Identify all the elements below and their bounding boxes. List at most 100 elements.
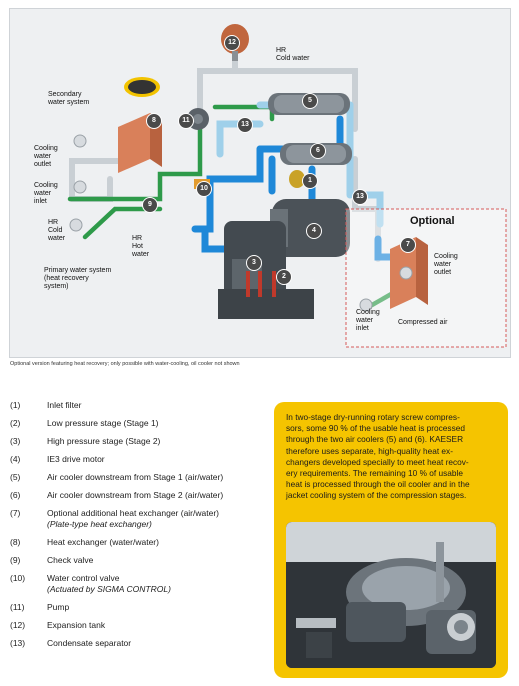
label-hr-cold-water-left: HR Cold water [48, 219, 65, 243]
label-cooling-water-outlet-right: Cooling water outlet [434, 253, 458, 277]
legend-text: Pump [47, 602, 70, 612]
pipe-couplings [69, 134, 413, 312]
info-line: ery requirements. The remaining 10 % of … [286, 468, 463, 479]
label-line: HR [276, 47, 287, 54]
info-line: jacket cooling system of the compression… [286, 490, 467, 501]
label-hr-cold-water-top: HR Cold water [276, 47, 309, 63]
legend-subtext: (Actuated by SIGMA CONTROL) [47, 584, 171, 594]
legend-number: (11) [10, 602, 25, 612]
legend-number: (13) [10, 638, 26, 648]
label-line: Cold [48, 227, 63, 234]
label-cooling-water-inlet-right: Cooling water inlet [356, 309, 380, 333]
label-compressed-air: Compressed air [398, 319, 448, 326]
info-line: through the two air coolers (5) and (6).… [286, 434, 464, 445]
legend-text: IE3 drive motor [47, 454, 105, 464]
legend-text: Air cooler downstream from Stage 1 (air/… [47, 472, 224, 482]
info-text: In two-stage dry-running rotary screw co… [286, 412, 498, 502]
legend-row: (12) Expansion tank [10, 620, 262, 631]
label-line: Cold water [276, 55, 310, 62]
info-line: heat is processed through the oil cooler… [286, 479, 470, 490]
badge-8: 8 [146, 113, 162, 129]
legend-number: (9) [10, 555, 21, 565]
legend-row: (8) Heat exchanger (water/water) [10, 537, 262, 548]
legend-row: (10) Water control valve(Actuated by SIGM… [10, 573, 262, 595]
label-line: water [132, 251, 150, 258]
legend-number: (2) [10, 418, 21, 428]
legend-row: (7) Optional additional heat exchanger (a… [10, 508, 262, 530]
label-line: outlet [34, 161, 52, 168]
compressor-machine [218, 199, 350, 319]
label-line: water [34, 190, 52, 197]
system-diagram: 12 5 6 8 11 13 1 10 9 4 3 2 13 7 HR Cold… [9, 8, 511, 358]
legend-text: Heat exchanger (water/water) [47, 537, 159, 547]
legend-text: Inlet filter [47, 400, 82, 410]
legend-number: (7) [10, 508, 21, 518]
label-line: Secondary [48, 91, 82, 98]
label-line: Hot [132, 243, 143, 250]
legend-number: (5) [10, 472, 21, 482]
label-cooling-water-inlet-left: Cooling water inlet [34, 182, 58, 206]
info-line: therefore uses separate, high-quality he… [286, 445, 453, 456]
info-line: In two-stage dry-running rotary screw co… [286, 412, 460, 422]
legend-text: Optional additional heat exchanger (air/… [47, 508, 219, 518]
legend-text: Air cooler downstream from Stage 2 (air/… [47, 490, 224, 500]
legend-number: (1) [10, 400, 21, 410]
legend-row: (13) Condensate separator [10, 638, 262, 649]
label-line: HR [132, 235, 143, 242]
legend-number: (12) [10, 620, 26, 630]
badge-13-left: 13 [237, 117, 253, 133]
label-line: water [34, 153, 52, 160]
label-line: outlet [434, 269, 452, 276]
badge-9: 9 [142, 197, 158, 213]
optional-title: Optional [410, 215, 455, 227]
label-line: Cooling [34, 145, 58, 152]
legend-text: Water control valve [47, 573, 120, 583]
compressor-photo [286, 522, 496, 668]
label-line: Cooling [356, 309, 380, 316]
legend-subtext: (Plate-type heat exchanger) [47, 519, 152, 529]
label-line: inlet [34, 198, 47, 205]
label-primary-water-system: Primary water system (heat recovery syst… [44, 267, 111, 291]
label-line: Primary water system [44, 267, 112, 274]
badge-12: 12 [224, 35, 240, 51]
legend-number: (8) [10, 537, 21, 547]
legend-number: (4) [10, 454, 21, 464]
label-cooling-water-outlet-left: Cooling water outlet [34, 145, 58, 169]
legend-text: Condensate separator [47, 638, 132, 648]
legend-row: (6) Air cooler downstream from Stage 2 (a… [10, 490, 262, 501]
badge-5: 5 [302, 93, 318, 109]
badge-3: 3 [246, 255, 262, 271]
label-line: HR [48, 219, 59, 226]
legend-number: (3) [10, 436, 21, 446]
legend-row: (1) Inlet filter [10, 400, 262, 411]
label-line: inlet [356, 325, 369, 332]
inlet-filter-1 [289, 170, 305, 188]
label-line: water [356, 317, 374, 324]
legend-text: High pressure stage (Stage 2) [47, 436, 161, 446]
legend-text: Low pressure stage (Stage 1) [47, 418, 159, 428]
legend-row: (11) Pump [10, 602, 262, 613]
legend-number: (6) [10, 490, 21, 500]
badge-2: 2 [276, 269, 292, 285]
info-line: sors, some 90 % of the usable heat is pr… [286, 423, 465, 434]
badge-11: 11 [178, 113, 194, 129]
label-line: system) [44, 283, 69, 290]
legend-text: Expansion tank [47, 620, 106, 630]
optional-box [345, 208, 507, 348]
legend-row: (9)Check valve [10, 555, 262, 566]
badge-10: 10 [196, 181, 212, 197]
info-panel: In two-stage dry-running rotary screw co… [274, 402, 508, 678]
badge-7: 7 [400, 237, 416, 253]
legend-number: (10) [10, 573, 26, 583]
label-line: water system [48, 99, 90, 106]
fan-icon [124, 77, 160, 97]
badge-4: 4 [306, 223, 322, 239]
diagram-caption: Optional version featuring heat recovery… [10, 361, 240, 367]
badge-13-right: 13 [352, 189, 368, 205]
info-line: changers developed specially to meet hea… [286, 456, 469, 467]
legend-row: (3) High pressure stage (Stage 2) [10, 436, 262, 447]
component-legend: (1) Inlet filter (2) Low pressure stage (St… [10, 400, 262, 656]
badge-6: 6 [310, 143, 326, 159]
label-line: Cooling [34, 182, 58, 189]
label-secondary-water-system: Secondary water system [48, 91, 89, 107]
